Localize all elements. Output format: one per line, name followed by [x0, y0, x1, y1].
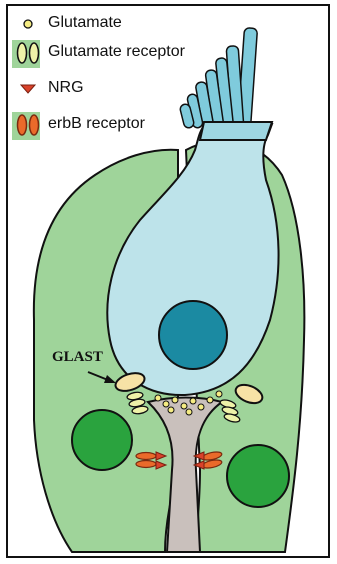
legend-symbols — [12, 20, 40, 140]
supporting-cell-left-nucleus — [72, 410, 132, 470]
cuticular-plate — [200, 122, 272, 140]
legend-label-erbb-receptor: erbB receptor — [48, 115, 145, 133]
glast-label: GLAST — [52, 349, 103, 366]
legend-label-nrg: NRG — [48, 79, 84, 97]
supporting-cell-right-nucleus — [227, 445, 289, 507]
glutamate-symbol — [24, 20, 32, 28]
hair-cell-nucleus — [159, 301, 227, 369]
legend-label-glutamate-receptor: Glutamate receptor — [48, 43, 185, 61]
nrg-symbol — [21, 85, 35, 93]
legend-label-glutamate: Glutamate — [48, 14, 122, 32]
stereocilia-bundle — [179, 28, 257, 129]
